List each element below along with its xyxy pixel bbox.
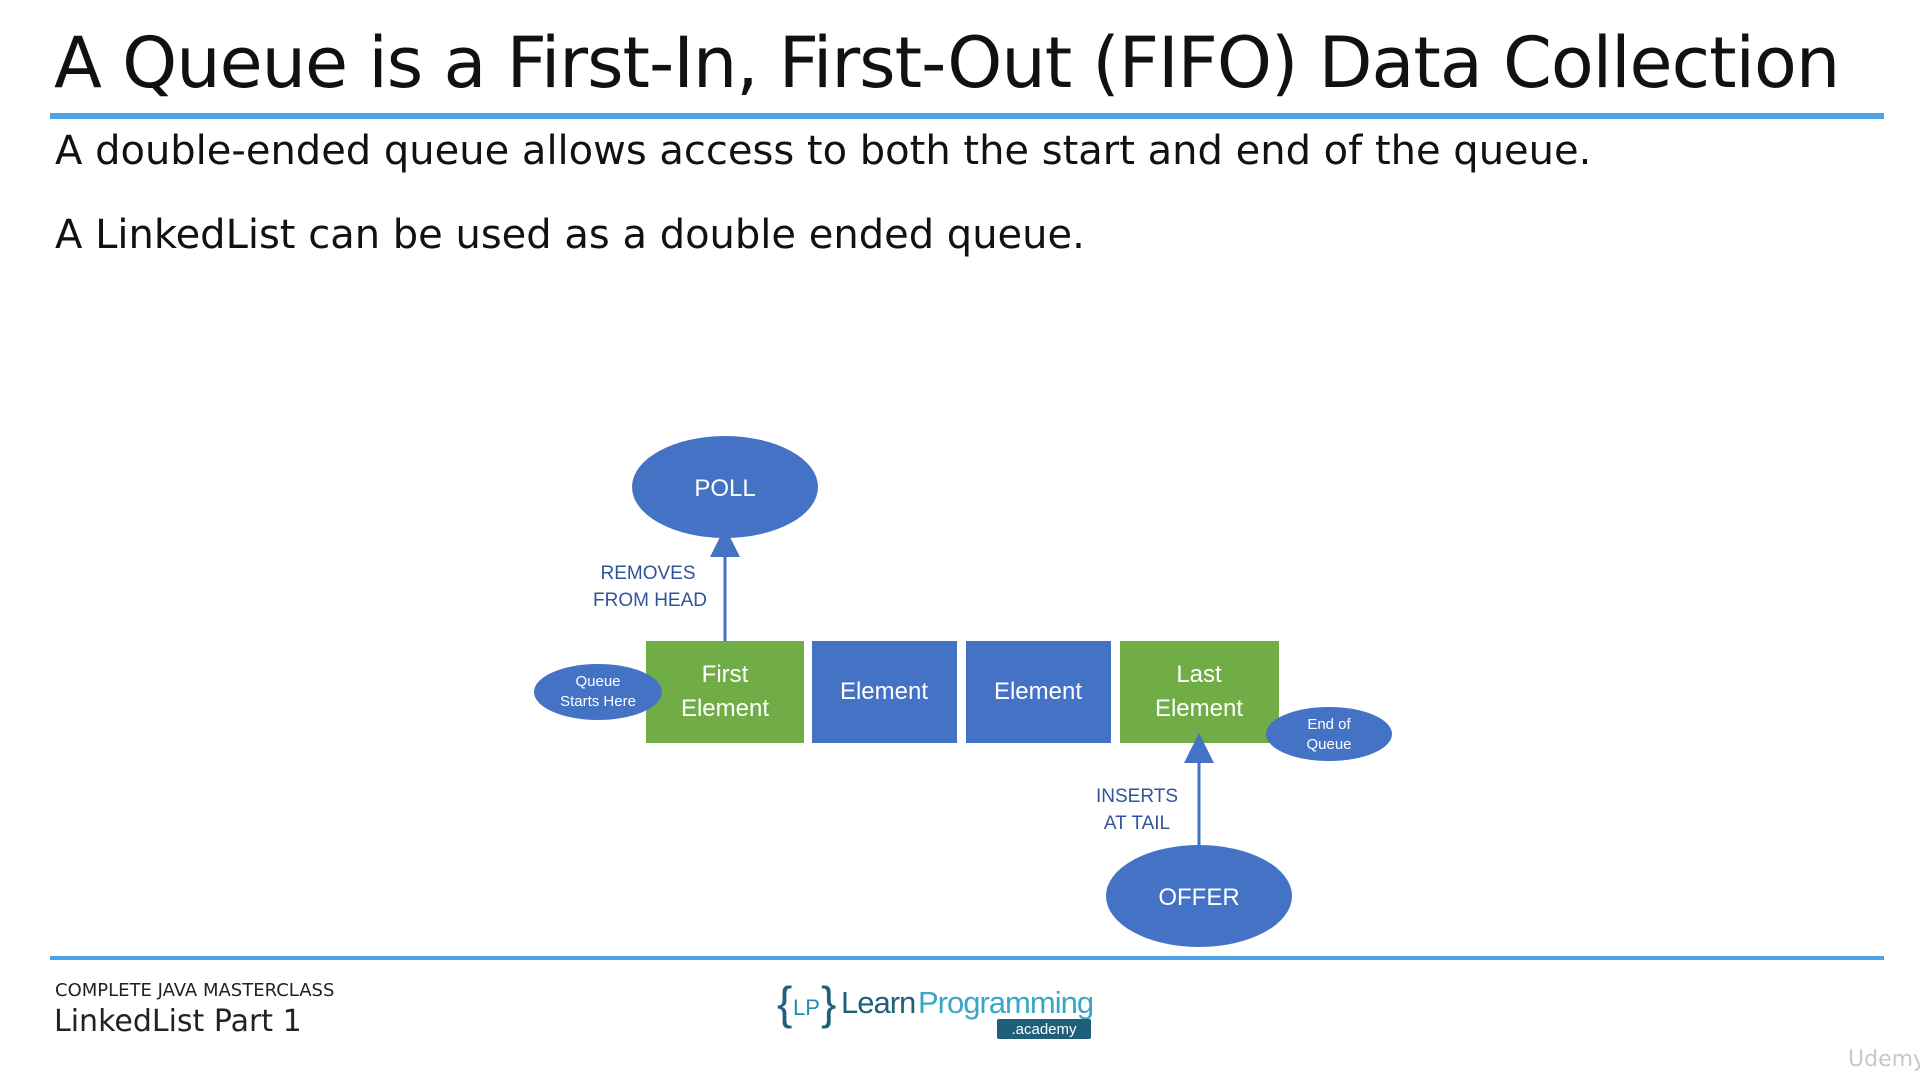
bullet-double-ended: A double-ended queue allows access to bo… [55, 128, 1592, 174]
footer-course-title: COMPLETE JAVA MASTERCLASS [55, 980, 335, 1001]
learnprogramming-logo: { LP } Learn Programming .academy [777, 977, 1094, 1039]
element-last-line-2: Element [1155, 695, 1243, 722]
element-first-line-1: First [702, 661, 749, 688]
title-underline [50, 113, 1884, 119]
removes-label-line-1: REMOVES [600, 563, 695, 584]
element-box-last [1120, 641, 1279, 743]
inserts-label-line-1: INSERTS [1096, 786, 1178, 807]
footer-divider [50, 956, 1884, 960]
svg-text:Learn: Learn [841, 985, 915, 1020]
poll-label: POLL [694, 475, 755, 502]
svg-text:Programming: Programming [918, 985, 1093, 1020]
element-box-second [812, 641, 957, 743]
offer-ellipse [1106, 845, 1292, 947]
queue-end-line-1: End of [1307, 716, 1351, 733]
element-third-label: Element [994, 678, 1082, 705]
queue-end-line-2: Queue [1306, 736, 1351, 753]
inserts-label-line-2: AT TAIL [1104, 813, 1170, 834]
queue-start-ellipse [534, 664, 662, 720]
removes-label-line-2: FROM HEAD [593, 590, 707, 611]
svg-text:.academy: .academy [1011, 1021, 1077, 1038]
bullet-linkedlist: A LinkedList can be used as a double end… [55, 212, 1085, 258]
udemy-watermark: Udemy [1848, 1047, 1920, 1072]
element-second-label: Element [840, 678, 928, 705]
offer-label: OFFER [1158, 884, 1239, 911]
element-last-line-1: Last [1176, 661, 1222, 688]
svg-text:LP: LP [793, 995, 820, 1020]
poll-ellipse [632, 436, 818, 538]
slide-title: A Queue is a First-In, First-Out (FIFO) … [54, 22, 1840, 104]
element-box-first [646, 641, 804, 743]
footer-lecture-title: LinkedList Part 1 [54, 1004, 302, 1039]
svg-text:{: { [777, 977, 792, 1029]
queue-start-line-2: Starts Here [560, 693, 636, 710]
svg-text:}: } [821, 977, 836, 1029]
queue-start-line-1: Queue [575, 673, 620, 690]
element-first-line-2: Element [681, 695, 769, 722]
queue-end-ellipse [1266, 707, 1392, 761]
element-box-third [966, 641, 1111, 743]
